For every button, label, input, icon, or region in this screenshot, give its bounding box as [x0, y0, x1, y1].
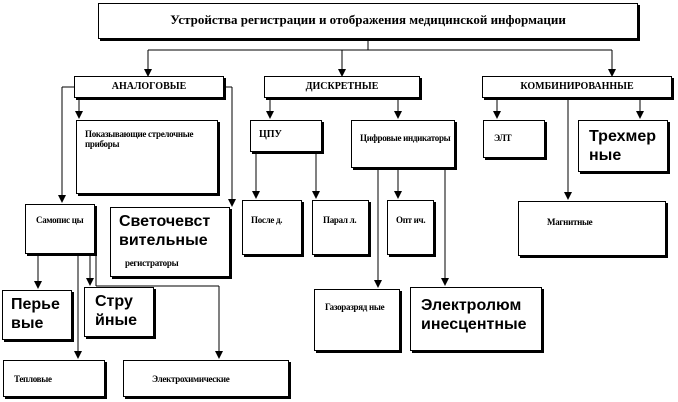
node-electroluminescent: Электролюм инесцентные — [410, 287, 542, 351]
node-electroluminescent-label: Электролюм инесцентные — [421, 297, 527, 334]
node-pen: Перье вые — [2, 290, 72, 340]
node-sequential-label: После д. — [251, 215, 283, 225]
node-gas-discharge: Газоразряд ные — [314, 289, 400, 351]
node-crt-label: ЭЛТ — [494, 133, 512, 143]
node-magnetic-label: Магнитные — [547, 217, 593, 227]
node-photosensitive: Светочевст вительные регистраторы — [110, 207, 230, 277]
node-parallel: Парал л. — [312, 200, 369, 255]
node-optical: Опт ич. — [387, 200, 434, 255]
node-parallel-label: Парал л. — [323, 215, 357, 225]
node-digital-indicators-label: Цифровые индикаторы — [360, 133, 451, 143]
node-electrochemical: Электрохимические — [123, 360, 289, 397]
node-magnetic: Магнитные — [518, 201, 666, 256]
title-text: Устройства регистрации и отображения мед… — [170, 12, 566, 27]
group-combined-label: КОМБИНИРОВАННЫЕ — [520, 81, 634, 92]
node-self-recorders: Самопис цы — [25, 204, 95, 254]
node-three-d: Трехмер ные — [578, 120, 668, 172]
node-crt: ЭЛТ — [483, 120, 545, 158]
node-photosensitive-label: Светочевст вительные — [119, 213, 211, 250]
node-cpu-label: ЦПУ — [259, 129, 282, 140]
node-sequential: После д. — [242, 200, 302, 255]
node-digital-indicators: Цифровые индикаторы — [351, 120, 455, 168]
node-thermal: Тепловые — [3, 360, 105, 397]
title-box: Устройства регистрации и отображения мед… — [98, 3, 638, 39]
node-self-recorders-label: Самопис цы — [36, 215, 84, 225]
group-analog-label: АНАЛОГОВЫЕ — [111, 81, 187, 92]
node-cpu: ЦПУ — [250, 120, 322, 152]
node-pen-label: Перье вые — [11, 296, 60, 333]
node-jet: Стру йные — [84, 287, 154, 337]
node-thermal-label: Тепловые — [14, 374, 52, 384]
node-three-d-label: Трехмер ные — [589, 128, 657, 165]
node-pointer-instruments: Показывающие стрелочные приборы — [76, 120, 218, 194]
node-electrochemical-label: Электрохимические — [152, 374, 230, 384]
group-discrete-label: ДИСКРЕТНЫЕ — [305, 81, 379, 92]
node-optical-label: Опт ич. — [396, 215, 426, 225]
node-gas-discharge-label: Газоразряд ные — [325, 302, 385, 312]
group-discrete-box: ДИСКРЕТНЫЕ — [264, 76, 420, 98]
group-combined-box: КОМБИНИРОВАННЫЕ — [482, 76, 672, 98]
node-pointer-instruments-label: Показывающие стрелочные приборы — [85, 129, 194, 150]
group-analog-box: АНАЛОГОВЫЕ — [74, 76, 224, 98]
node-jet-label: Стру йные — [95, 293, 138, 330]
node-photosensitive-sublabel: регистраторы — [125, 258, 179, 268]
